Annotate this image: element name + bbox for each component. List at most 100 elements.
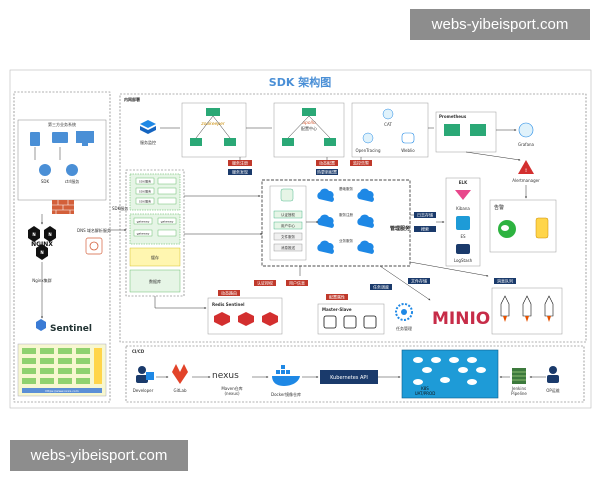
tag-task-schedule <box>370 284 392 290</box>
monitor-stand-icon <box>82 143 88 146</box>
apollo-label: apollo <box>302 120 316 126</box>
file-center-box <box>273 232 303 241</box>
cat-icon <box>382 108 394 120</box>
db-label: 数据库 <box>149 278 161 284</box>
cat-label: CAT <box>384 122 392 127</box>
firewall-bricks <box>52 200 74 214</box>
tag-message-queue-text: 消息队列 <box>497 278 513 284</box>
sdk-node-a <box>135 177 155 185</box>
redis-label: Redis Sentinel <box>212 302 245 307</box>
tag-auth-text: 认证授权 <box>257 280 273 286</box>
tag-log-store <box>414 212 436 218</box>
kibana-icon <box>455 190 471 200</box>
gateway-node-d <box>157 229 177 237</box>
k8s-whale-icons <box>413 357 486 385</box>
gitlab-icon <box>172 364 188 384</box>
user-center-label: 用户中心 <box>281 223 295 228</box>
es-icon <box>456 216 470 230</box>
gateway-column <box>125 169 185 297</box>
tag-user-info-text: 用户信息 <box>289 280 305 286</box>
nginx-logo-text: NGINX <box>31 241 53 248</box>
sms-phone-icon <box>535 217 549 239</box>
sdk-node-c-label: SDK服务 <box>139 199 151 204</box>
docker-icon <box>272 365 300 386</box>
core-services-box <box>261 179 411 267</box>
developer-label: Developer <box>133 388 154 393</box>
elk-label: ELK <box>459 180 468 185</box>
tag-dynamic-config <box>316 160 338 166</box>
svc3-label: 业务服务 <box>339 238 353 243</box>
svg-text:N: N <box>40 250 43 255</box>
tag-file-store-text: 文件存储 <box>411 278 427 284</box>
tag-service-discover-text: 服务发现 <box>232 169 248 175</box>
tag-limit-route <box>218 290 240 296</box>
es-label: ES <box>460 234 466 239</box>
tablet-icon <box>52 132 68 143</box>
sdk-node-b <box>135 187 155 195</box>
sdk-node-a-label: SDK服务 <box>139 179 151 184</box>
dns-globe <box>89 241 99 251</box>
client-title: 第三方业务系统 <box>48 121 76 127</box>
alertmanager-label: Alertmanager <box>512 178 540 183</box>
watermark-top: webs-yibeisport.com <box>410 9 590 40</box>
apollo-node-right <box>324 138 336 146</box>
edge-core-minio <box>379 265 431 301</box>
logstash-icon <box>456 244 470 254</box>
jenkins-icon <box>512 368 526 384</box>
phone-icon <box>30 132 40 146</box>
k8s-cluster-box <box>401 349 499 399</box>
internal-panel-title: 内网部署 <box>124 96 140 102</box>
svg-text:!: ! <box>525 168 527 173</box>
zk-edges <box>195 115 231 139</box>
nexus-logo: nexus <box>212 371 239 381</box>
tag-config-attr <box>326 294 348 300</box>
msg-center-box <box>273 243 303 252</box>
shield-icon <box>280 188 294 202</box>
zk-node-right <box>224 138 236 146</box>
monitor-icon <box>76 131 94 143</box>
grafana-icon <box>518 122 534 138</box>
edge-prom-alert <box>465 151 521 161</box>
dashboard-footer-bar <box>22 388 102 393</box>
edge-db-redis <box>154 296 207 309</box>
auth-center-box <box>273 210 303 219</box>
tag-hot-update <box>316 169 338 175</box>
gateway-node-b <box>157 217 177 225</box>
developer-icon <box>136 366 154 383</box>
tag-service-discover <box>228 169 252 175</box>
dashboard-cells <box>22 348 102 384</box>
tag-monitor-alarm <box>350 160 372 166</box>
cicd-title: CI/CD <box>132 349 145 354</box>
sdk-node-d <box>157 177 177 185</box>
apollo-sub-label: 配置中心 <box>301 125 317 131</box>
wechat-bubble <box>501 225 509 231</box>
gateway-node-a <box>133 217 153 225</box>
ops-label: OP运维 <box>546 387 560 393</box>
tag-search <box>414 226 436 232</box>
nginx-cluster-icon: N N N <box>28 226 56 260</box>
master-slave-label: Master-Slave <box>322 307 352 312</box>
apollo-edges <box>287 115 331 139</box>
svg-text:N: N <box>48 232 51 237</box>
ctrl-label: ctrl服务 <box>65 178 80 184</box>
minio-logo: MINIO <box>432 309 490 329</box>
ops-user-icon <box>547 366 559 383</box>
svc2-label: 服务注册 <box>339 212 353 217</box>
jenkins-label-line2: Pipeline <box>511 391 527 396</box>
tag-limit-route-text: 动态路由 <box>221 290 237 296</box>
redis-cubes <box>214 312 278 326</box>
sdk-node-icon <box>39 164 51 176</box>
opentracing-label: OpenTracing <box>355 148 380 153</box>
k8s-api-label: Kubernetes API <box>330 375 368 381</box>
k8s-label-line2: UAT/PROD <box>415 391 436 396</box>
grafana-label: Grafana <box>518 142 535 147</box>
sdk-node-b-label: SDK服务 <box>139 189 151 194</box>
gateway-node-a-label: gateway <box>137 220 150 224</box>
sdk-node-c <box>135 197 155 205</box>
tag-search-text: 搜索 <box>421 226 429 232</box>
tag-group-top: 服务注册 服务发现 动态配置 热更新配置 监控告警 <box>228 160 372 175</box>
zk-node-left <box>190 138 202 146</box>
db-cylinders <box>323 315 377 329</box>
